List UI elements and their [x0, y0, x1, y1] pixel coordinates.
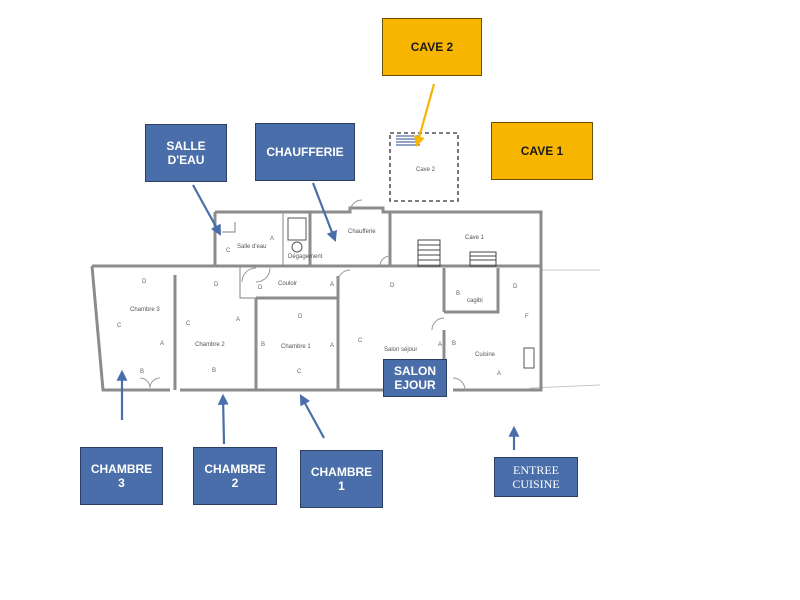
wall-marks: D C A B D C A B D B A C D C A B D F A B …: [117, 236, 529, 377]
plan-label-cave1: Cave 1: [465, 235, 485, 241]
plan-label-cagibi: cagibi: [467, 298, 483, 304]
plan-label-chambre1: Chambre 1: [281, 344, 311, 350]
plan-label-cuisine: Cuisine: [475, 352, 496, 358]
arrow-chambre1: [299, 394, 325, 439]
arrow-chambre2: [217, 393, 229, 445]
plan-label-degagement: Dégagement: [288, 254, 323, 260]
wall-mark: B: [452, 341, 456, 347]
wall-mark: A: [497, 371, 501, 377]
wall-mark: D: [142, 279, 147, 285]
arrow-salle-deau: [192, 184, 222, 236]
wall-mark: C: [117, 323, 122, 329]
wall-mark: A: [330, 282, 334, 288]
wall-mark: D: [513, 284, 518, 290]
callout-chaufferie: CHAUFFERIE: [255, 123, 355, 181]
callout-chambre3: CHAMBRE 3: [80, 447, 163, 505]
wall-mark: C: [358, 338, 363, 344]
wall-mark: B: [140, 369, 144, 375]
wall-mark: A: [270, 236, 274, 242]
main-stairs: [417, 239, 497, 267]
plan-label-cave2: Cave 2: [416, 167, 436, 173]
wall-mark: C: [297, 369, 302, 375]
callout-cave1: CAVE 1: [491, 122, 593, 180]
door-swings: [139, 199, 466, 391]
wall-mark: D: [214, 282, 219, 288]
wall-mark: B: [261, 342, 265, 348]
bathroom-fixtures: [287, 217, 535, 369]
callout-salle-deau: SALLE D'EAU: [145, 124, 227, 182]
wall-mark: A: [438, 342, 442, 348]
cave2-outline: [389, 132, 459, 202]
callout-entree-cuisine: ENTREE CUISINE: [494, 457, 578, 497]
callout-salon: SALON EJOUR: [383, 359, 447, 397]
plan-label-chaufferie: Chaufferie: [348, 229, 376, 235]
wall-mark: B: [212, 368, 216, 374]
wall-mark: A: [330, 343, 334, 349]
plan-label-salon-sejour: Salon séjour: [384, 347, 417, 353]
wall-mark: A: [160, 341, 164, 347]
upper-annex-walls: [213, 206, 543, 268]
plan-label-couloir: Couloir: [278, 281, 297, 287]
main-body-walls: [90, 264, 543, 392]
wall-mark: A: [236, 317, 240, 323]
callout-cave2: CAVE 2: [382, 18, 482, 76]
wall-mark: C: [226, 248, 231, 254]
wall-mark: D: [258, 285, 263, 291]
wall-mark: F: [525, 314, 529, 320]
plan-label-salle-deau: Salle d'eau: [237, 244, 267, 250]
callout-chambre1: CHAMBRE 1: [300, 450, 383, 508]
arrow-cave2: [414, 83, 436, 148]
arrow-chaufferie: [311, 182, 337, 243]
wall-mark: C: [186, 321, 191, 327]
callout-chambre2: CHAMBRE 2: [193, 447, 277, 505]
wall-mark: D: [298, 314, 303, 320]
plan-label-chambre2: Chambre 2: [195, 342, 225, 348]
wall-mark: B: [456, 291, 460, 297]
wall-mark: D: [390, 283, 395, 289]
room-labels: Cave 2 Cave 1 Chaufferie Salle d'eau Dég…: [130, 167, 496, 358]
callout-arrows: [116, 83, 520, 450]
plan-label-chambre3: Chambre 3: [130, 307, 160, 313]
